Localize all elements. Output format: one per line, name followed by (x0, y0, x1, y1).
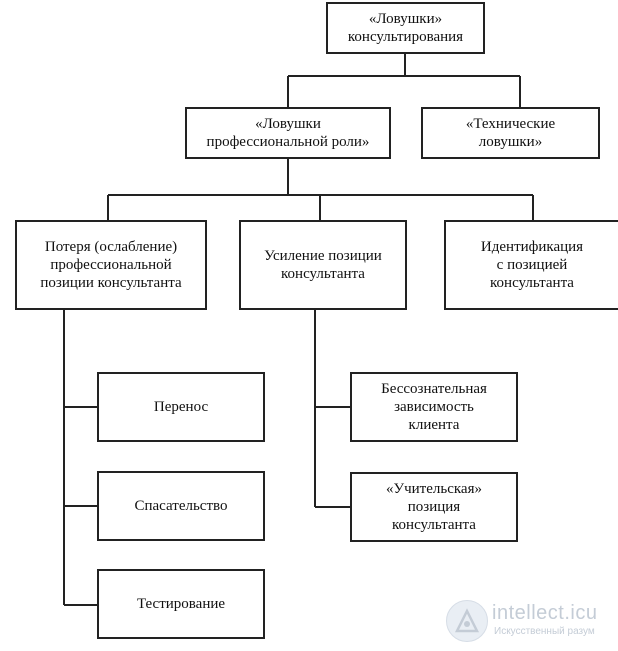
watermark-site: intellect.icu (492, 602, 598, 624)
node-identification: Идентификация с позицией консультанта (444, 220, 618, 310)
node-loss: Потеря (ослабление) профессиональной поз… (15, 220, 207, 310)
watermark: intellect.icu Искусственный разум (446, 598, 614, 646)
watermark-tagline: Искусственный разум (494, 626, 595, 637)
node-root: «Ловушки» консультирования (326, 2, 485, 54)
node-technical: «Технические ловушки» (421, 107, 600, 159)
node-dependence: Бессознательная зависимость клиента (350, 372, 518, 442)
brain-logo-icon (446, 600, 488, 642)
node-testing: Тестирование (97, 569, 265, 639)
node-teacher: «Учительская» позиция консультанта (350, 472, 518, 542)
node-transfer: Перенос (97, 372, 265, 442)
node-professional-role: «Ловушки профессиональной роли» (185, 107, 391, 159)
node-rescuing: Спасательство (97, 471, 265, 541)
node-strengthening: Усиление позиции консультанта (239, 220, 407, 310)
